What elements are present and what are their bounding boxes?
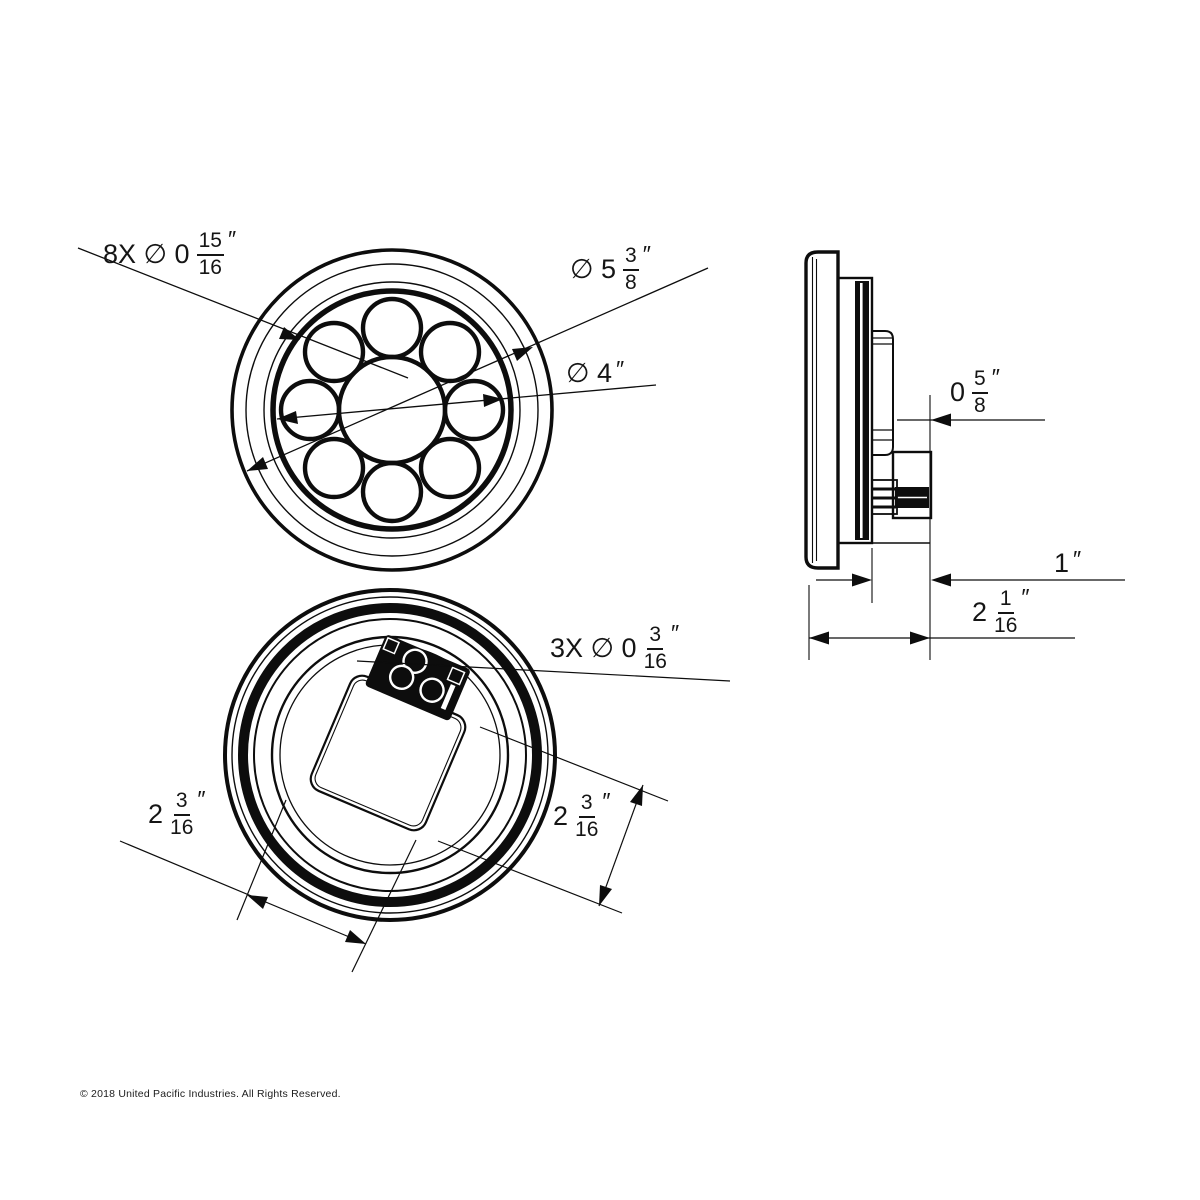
label-text: ∅ 4: [566, 358, 613, 388]
back-ring-3: [253, 618, 527, 892]
label-text: 2: [553, 801, 569, 832]
back-connector: [365, 635, 470, 721]
side-total-depth-dimension: [809, 631, 1075, 645]
front-outer-ring: [230, 248, 554, 572]
connector-pin: [419, 677, 445, 703]
back-view: [119, 588, 731, 973]
front-center-circle: [336, 354, 448, 466]
fraction: 3 16: [170, 789, 194, 839]
label-text: 1: [1054, 548, 1070, 578]
side-stub: [871, 479, 898, 515]
outer-dia-arrow-right: [512, 347, 533, 361]
leader-mount-holes: [356, 660, 731, 682]
back-ring-2: [231, 596, 549, 914]
leader-inner-dia: [276, 384, 657, 420]
side-lens: [804, 250, 840, 570]
fraction: 3 16: [643, 623, 667, 673]
front-ring-2: [245, 263, 539, 557]
back-mount-square: [309, 635, 470, 832]
label-text: 2: [148, 799, 164, 830]
front-view: [77, 247, 709, 572]
leader-outer-dia: [246, 267, 709, 472]
side-view: [804, 250, 1125, 660]
inner-dia-arrow-left: [277, 411, 298, 424]
front-bezel-ring: [270, 288, 514, 532]
copyright-notice: © 2018 United Pacific Industries. All Ri…: [80, 1088, 341, 1100]
leader-holes-arrow: [279, 327, 300, 340]
side-lens-depth-dimension: [897, 413, 1045, 427]
label-front-outer-dia: ∅ 5 3 8 ″: [570, 241, 651, 294]
side-body-depth-dimension: [816, 573, 1125, 587]
fraction: 15 16: [196, 229, 224, 279]
connector-pin: [388, 664, 415, 691]
label-text: 3X ∅ 0: [550, 633, 637, 664]
back-gasket-ring: [238, 603, 542, 907]
back-height-dimension: [437, 726, 669, 914]
label-text: 0: [950, 377, 966, 408]
inner-dia-arrow-right: [483, 394, 503, 407]
fraction: 3 8: [623, 244, 639, 294]
back-width-dimension: [119, 799, 417, 973]
side-connector-housing: [891, 450, 933, 520]
fraction: 5 8: [972, 367, 988, 417]
label-side-body-depth: 1 ″: [1054, 546, 1082, 578]
front-holes: [278, 296, 506, 524]
outer-dia-arrow-left: [247, 457, 268, 471]
label-back-height: 2 3 16 ″: [553, 788, 611, 841]
fraction: 1 16: [994, 587, 1018, 637]
label-side-lens-depth: 0 5 8 ″: [950, 364, 1000, 417]
fraction: 3 16: [575, 791, 599, 841]
label-back-width: 2 3 16 ″: [148, 786, 206, 839]
back-outer-ring: [223, 588, 557, 922]
label-front-inner-dia: ∅ 4 ″: [566, 356, 625, 388]
leader-holes: [77, 247, 409, 379]
label-text: ∅ 5: [570, 254, 617, 285]
label-text: 8X ∅ 0: [103, 239, 190, 270]
side-hub: [871, 330, 894, 456]
label-back-mount-holes: 3X ∅ 0 3 16 ″: [550, 620, 680, 673]
label-text: 2: [972, 597, 988, 628]
label-front-holes: 8X ∅ 0 15 16 ″: [103, 226, 237, 279]
label-side-total-depth: 2 1 16 ″: [972, 584, 1030, 637]
front-ring-3: [263, 281, 521, 539]
